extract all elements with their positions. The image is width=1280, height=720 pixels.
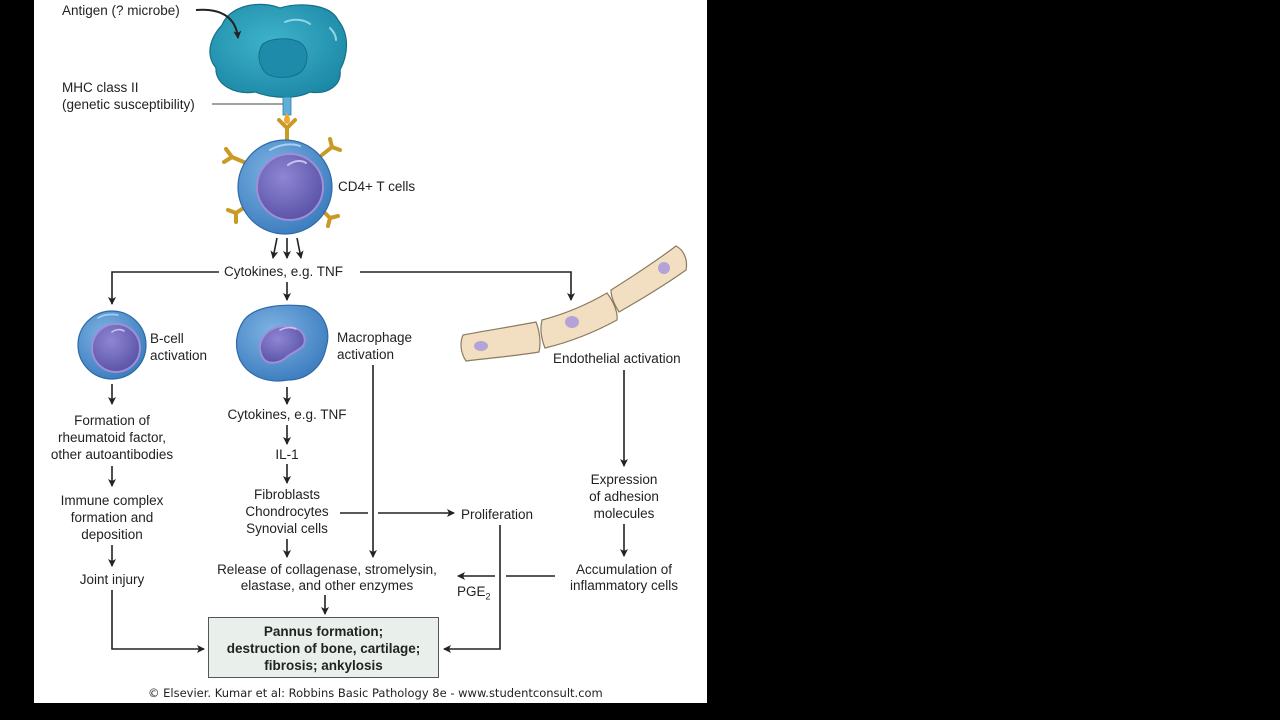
middle-column-arrows — [283, 365, 455, 615]
cytokines-top-label: Cytokines, e.g. TNF — [224, 264, 344, 279]
adhesion-molecules-line1: Expression — [590, 472, 658, 487]
il1-label: IL-1 — [275, 447, 299, 462]
rheumatoid-factor-line3: other autoantibodies — [50, 447, 174, 462]
endothelial-nuclei — [474, 262, 670, 351]
enzyme-release-line1: Release of collagenase, stromelysin, — [217, 562, 437, 577]
endothelium — [460, 245, 688, 362]
pge2-label: PGE2 — [457, 583, 491, 606]
adhesion-molecules-line3: molecules — [593, 506, 655, 521]
pge2-base: PGE — [457, 584, 486, 599]
cd4-t-cell — [237, 139, 333, 235]
synovial-cells-label: Synovial cells — [246, 521, 328, 536]
mhc-label-line1: MHC class II — [62, 80, 139, 95]
copyright-credit: © Elsevier. Kumar et al: Robbins Basic P… — [148, 686, 603, 700]
antigen-peptide — [284, 113, 290, 124]
enzyme-release-line2: elastase, and other enzymes — [240, 578, 414, 593]
tcr-receptors — [222, 118, 342, 228]
accumulation-line2: inflammatory cells — [569, 578, 679, 593]
macrophage-label-line1: Macrophage — [337, 330, 413, 345]
mhc-label-line2: (genetic susceptibility) — [62, 97, 195, 112]
endothelial-cell-1 — [460, 321, 541, 362]
cytokine-branch-lines — [108, 271, 575, 305]
right-column-arrows — [443, 370, 628, 653]
macrophage-label-line2: activation — [337, 347, 395, 362]
b-cell — [77, 310, 147, 380]
outcome-line2: destruction of bone, cartilage; — [226, 641, 421, 656]
chondrocytes-label: Chondrocytes — [245, 504, 329, 519]
accumulation-line1: Accumulation of — [575, 562, 673, 577]
cd4-t-cells-label: CD4+ T cells — [338, 179, 416, 194]
diagram-panel — [34, 0, 707, 703]
t-cell-cytokine-arrows — [270, 237, 304, 259]
macrophage — [235, 304, 329, 382]
joint-injury-label: Joint injury — [79, 572, 145, 587]
rheumatoid-factor-line2: rheumatoid factor, — [57, 430, 167, 445]
rheumatoid-factor-line1: Formation of — [74, 413, 150, 428]
immune-complex-line1: Immune complex — [60, 493, 164, 508]
adhesion-molecules-line2: of adhesion — [589, 489, 659, 504]
cytokines-mid-label: Cytokines, e.g. TNF — [227, 407, 347, 422]
left-column-arrows — [108, 384, 205, 653]
outcome-line3: fibrosis; ankylosis — [264, 658, 383, 673]
immune-complex-line3: deposition — [81, 527, 143, 542]
endothelial-cell-3 — [610, 245, 688, 313]
immune-complex-line2: formation and — [70, 510, 154, 525]
b-cell-label-line2: activation — [150, 348, 208, 363]
proliferation-label: Proliferation — [461, 507, 534, 522]
antigen-pointer-arrow — [195, 8, 242, 39]
outcome-line1: Pannus formation; — [263, 624, 384, 639]
fibroblasts-label: Fibroblasts — [253, 487, 321, 502]
pge2-subscript: 2 — [485, 591, 491, 602]
antigen-label: Antigen (? microbe) — [62, 3, 180, 18]
mhc-molecule — [282, 96, 292, 116]
endothelial-cell-2 — [540, 292, 618, 349]
outcome-box: Pannus formation; destruction of bone, c… — [208, 617, 439, 678]
b-cell-label-line1: B-cell — [150, 331, 184, 346]
endothelial-activation-label: Endothelial activation — [553, 351, 681, 366]
antigen-presenting-cell — [209, 3, 348, 98]
